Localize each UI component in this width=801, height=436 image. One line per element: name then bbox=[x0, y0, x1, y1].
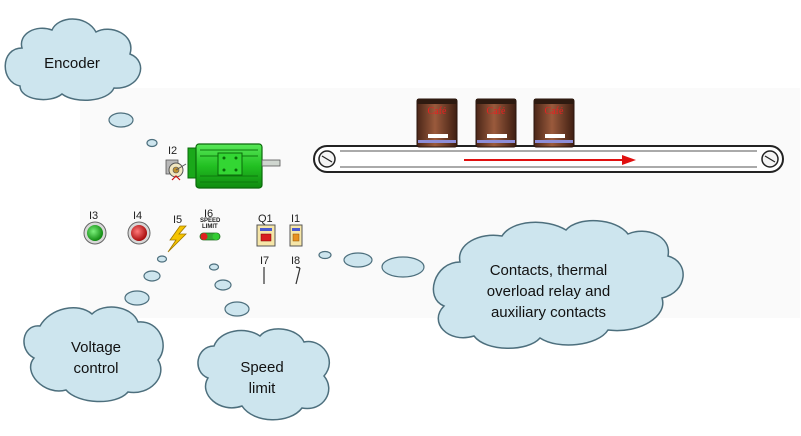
contacts-label: Contacts, thermal overload relay and aux… bbox=[456, 260, 641, 323]
can-label: Café bbox=[487, 106, 506, 117]
label-q1: Q1 bbox=[258, 213, 273, 225]
direction-arrow bbox=[464, 155, 636, 165]
contacts-line-3: auxiliary contacts bbox=[490, 304, 607, 321]
voltage-control-label: Voltage control bbox=[46, 337, 146, 379]
speed-line-1: Speed bbox=[240, 359, 284, 376]
can-label: Café bbox=[545, 106, 564, 117]
speed-line-2: limit bbox=[248, 380, 276, 397]
bubble-trail-encoder bbox=[108, 112, 158, 148]
label-i1: I1 bbox=[291, 213, 301, 225]
conveyor-pulley-right bbox=[761, 150, 779, 168]
start-button-green bbox=[83, 221, 107, 245]
contacts-line-2: overload relay and bbox=[486, 283, 611, 300]
voltage-lightning-icon bbox=[167, 225, 187, 253]
label-i2: I2 bbox=[168, 145, 178, 157]
label-i8: I8 bbox=[291, 255, 301, 267]
label-i7: I7 bbox=[260, 255, 270, 267]
label-i6-sub-1: SPEED bbox=[200, 218, 221, 224]
can-2: Café bbox=[475, 98, 517, 148]
conveyor-belt bbox=[313, 145, 784, 173]
bubble-trail-voltage bbox=[124, 255, 168, 306]
can-3: Café bbox=[533, 98, 575, 148]
cloud-contacts bbox=[432, 219, 684, 349]
label-i5: I5 bbox=[173, 214, 183, 226]
voltage-line-2: control bbox=[73, 360, 119, 377]
speed-limit-switch-icon bbox=[199, 232, 221, 241]
can-label: Café bbox=[428, 106, 447, 117]
motor-icon bbox=[187, 143, 281, 189]
bubble-trail-contacts bbox=[318, 250, 425, 278]
stop-button-red bbox=[127, 221, 151, 245]
contactor-q1-icon bbox=[256, 224, 276, 247]
bubble-trail-speed bbox=[208, 263, 250, 317]
speed-limit-label: Speed limit bbox=[212, 357, 312, 399]
cloud-speed-limit bbox=[197, 328, 330, 421]
encoder-icon bbox=[165, 159, 187, 181]
cloud-encoder bbox=[4, 18, 142, 101]
label-i3: I3 bbox=[89, 210, 99, 222]
conveyor-pulley-left bbox=[318, 150, 336, 168]
label-i6-sub-2: LIMIT bbox=[202, 224, 218, 230]
contacts-line-1: Contacts, thermal bbox=[489, 262, 608, 279]
can-1: Café bbox=[416, 98, 458, 148]
label-i6: I6 bbox=[204, 208, 214, 220]
aux-contact-i8-icon bbox=[295, 266, 301, 285]
voltage-line-1: Voltage bbox=[70, 339, 122, 356]
encoder-label: Encoder bbox=[44, 55, 100, 72]
thermal-relay-i1-icon bbox=[289, 224, 303, 247]
cloud-voltage-control bbox=[23, 306, 164, 403]
label-i4: I4 bbox=[133, 210, 143, 222]
